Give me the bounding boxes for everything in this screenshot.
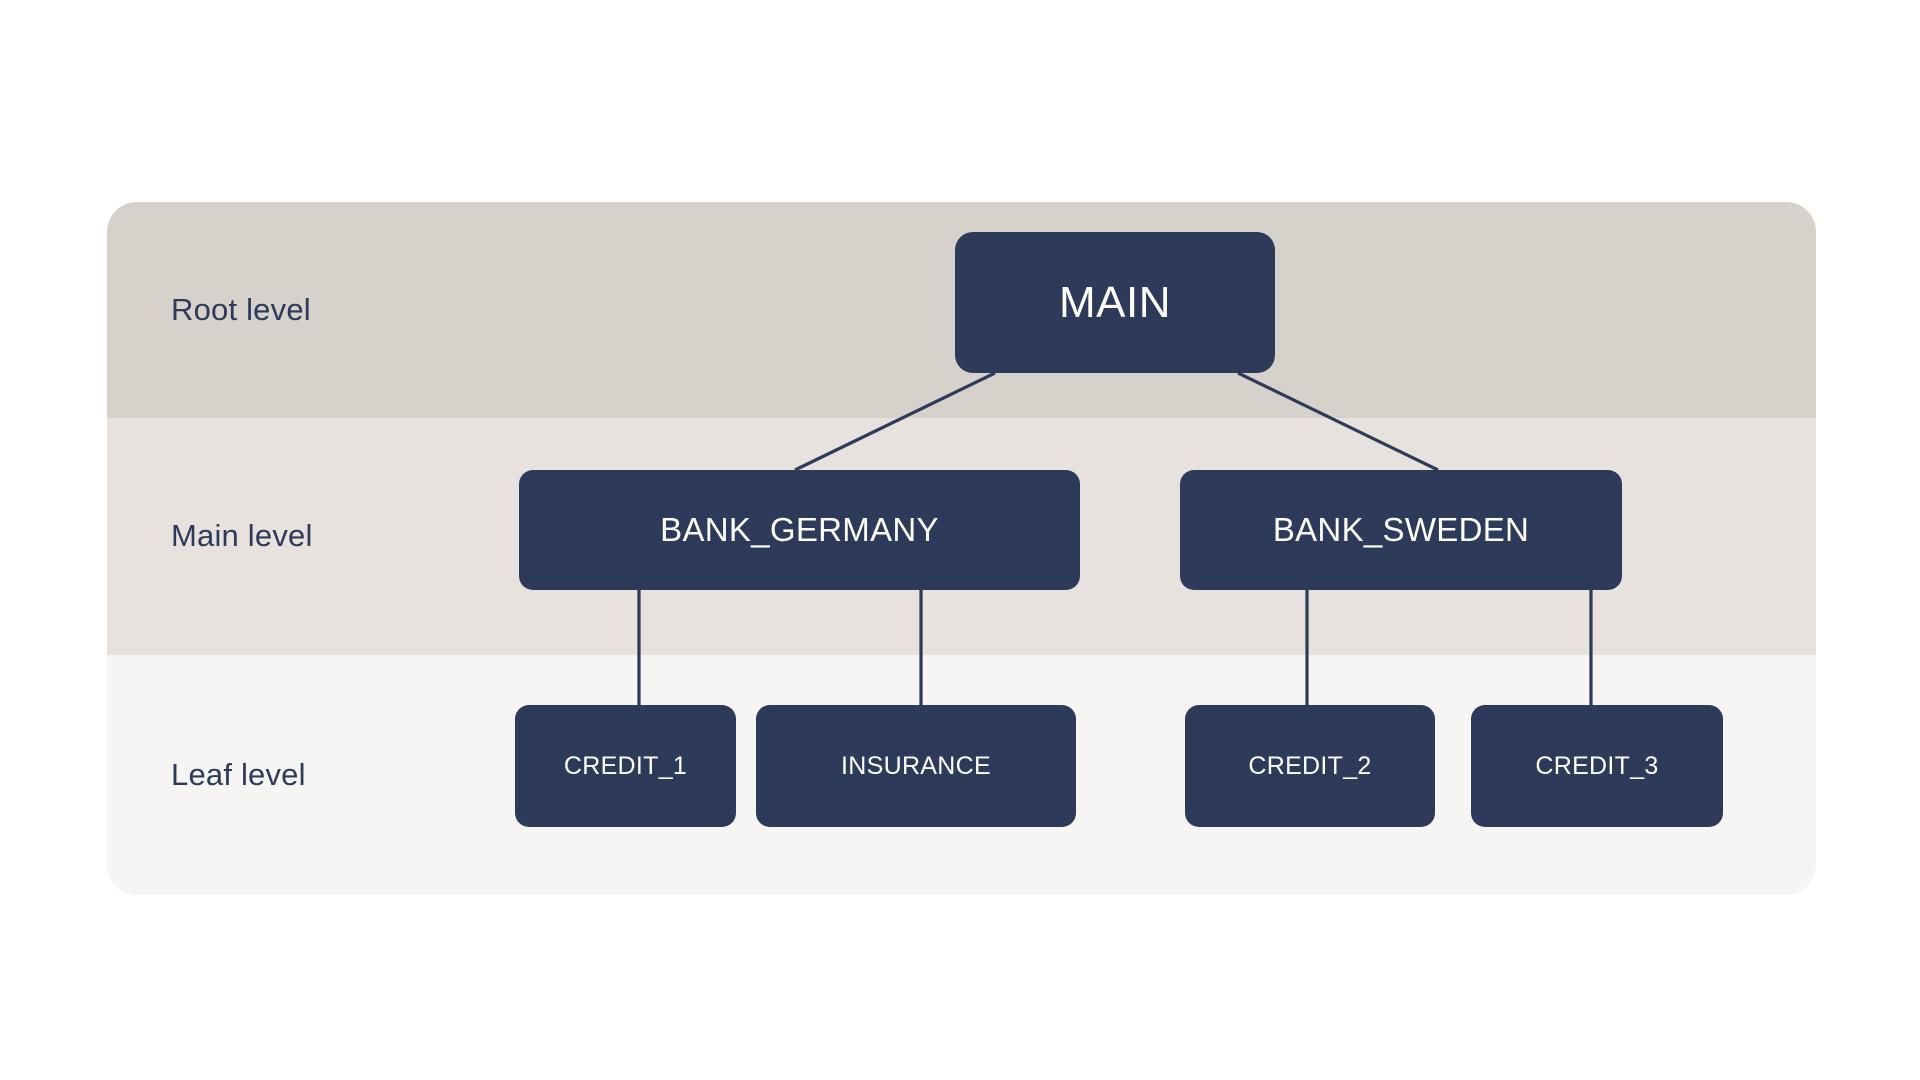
node-insurance[interactable]: INSURANCE [756, 705, 1076, 827]
node-credit-3[interactable]: CREDIT_3 [1471, 705, 1723, 827]
node-main[interactable]: MAIN [955, 232, 1275, 373]
node-bank-sweden[interactable]: BANK_SWEDEN [1180, 470, 1622, 590]
level-label-main: Main level [171, 518, 313, 553]
node-bank-germany[interactable]: BANK_GERMANY [519, 470, 1080, 590]
level-label-root: Root level [171, 292, 311, 327]
level-label-leaf: Leaf level [171, 757, 306, 792]
node-credit-1[interactable]: CREDIT_1 [515, 705, 736, 827]
node-credit-2[interactable]: CREDIT_2 [1185, 705, 1435, 827]
